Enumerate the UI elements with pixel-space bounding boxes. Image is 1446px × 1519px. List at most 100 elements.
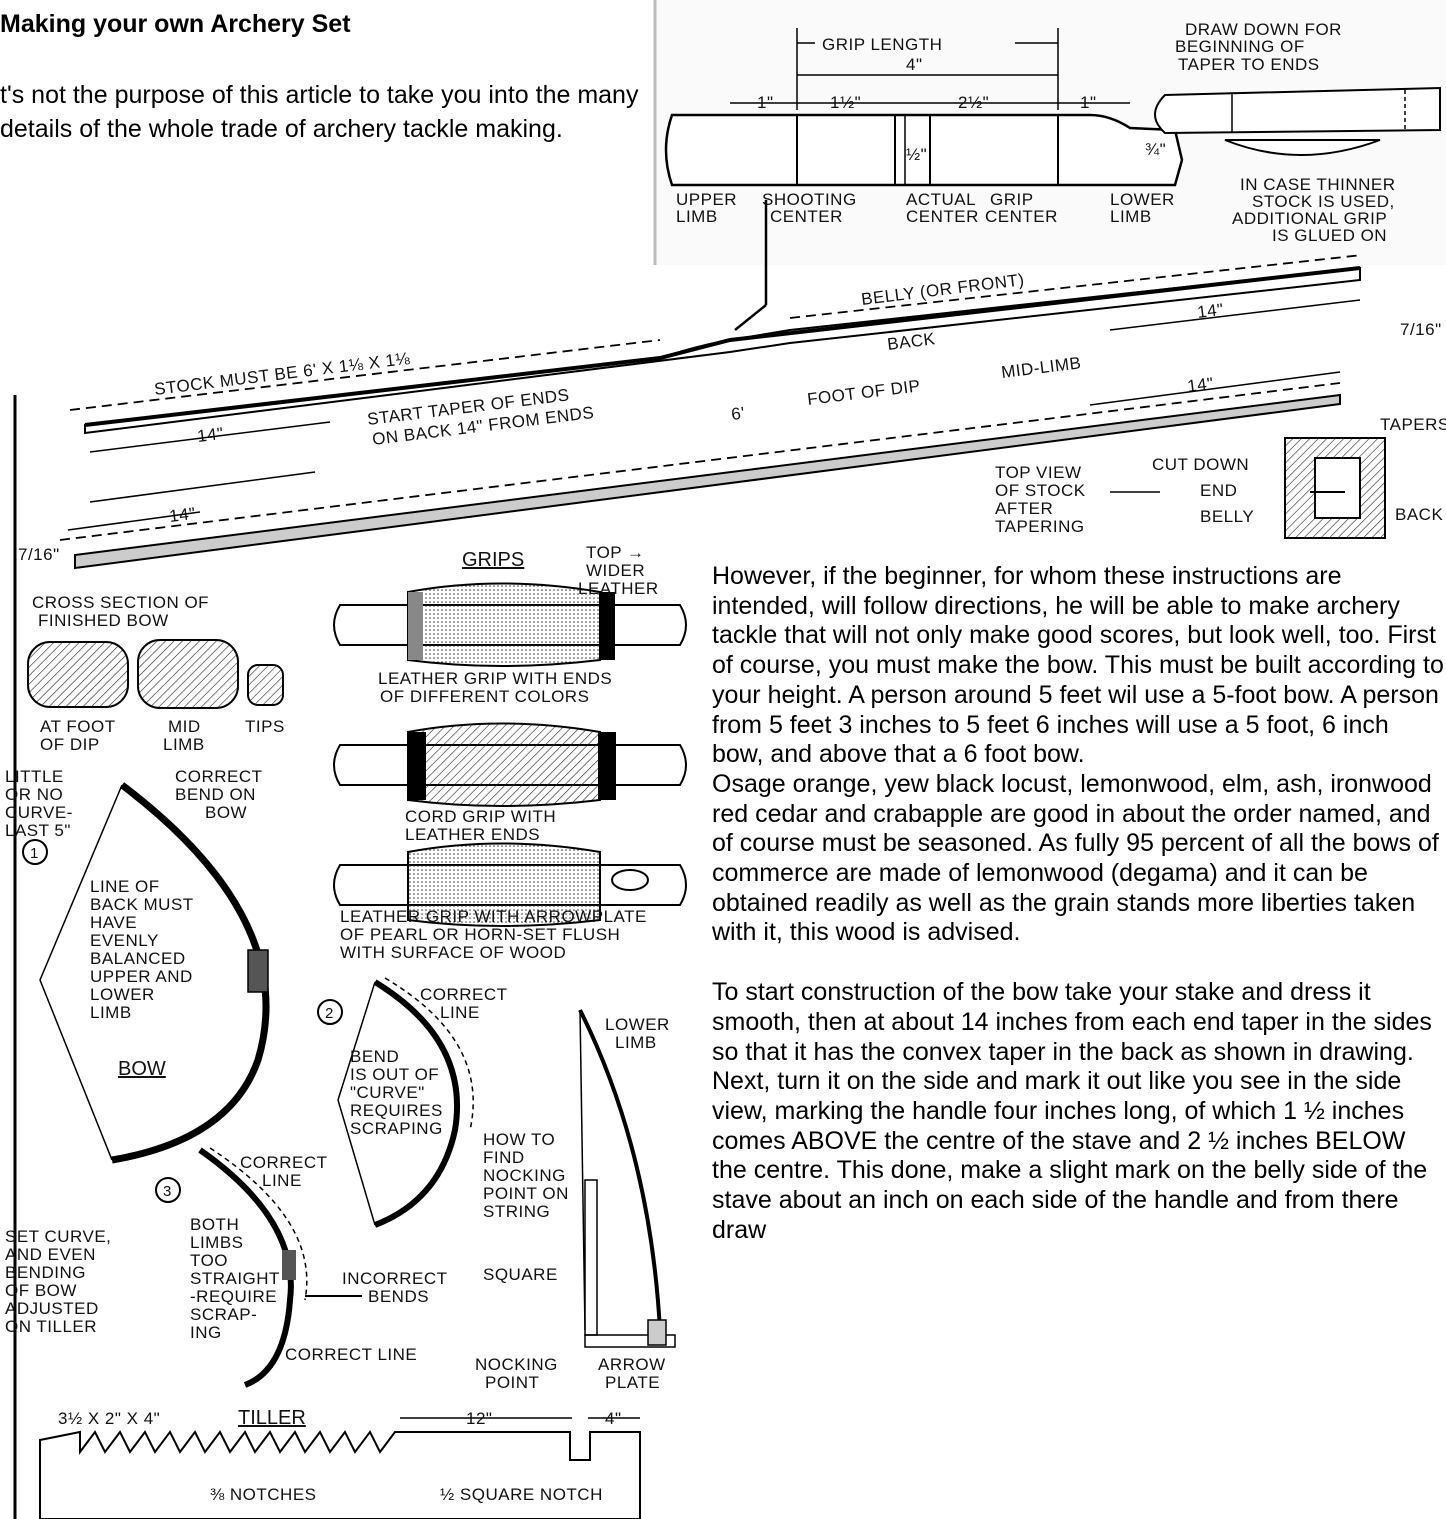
svg-text:MID: MID xyxy=(168,717,201,736)
svg-text:LOWER: LOWER xyxy=(605,1015,670,1034)
svg-text:LEATHER GRIP WITH ARROWPLATE: LEATHER GRIP WITH ARROWPLATE xyxy=(340,907,647,926)
svg-text:2: 2 xyxy=(325,1005,333,1022)
svg-text:STOCK IS USED,: STOCK IS USED, xyxy=(1252,192,1395,211)
svg-text:SET CURVE,: SET CURVE, xyxy=(5,1227,111,1246)
svg-text:LIMB: LIMB xyxy=(163,735,205,754)
svg-text:BELLY (OR FRONT): BELLY (OR FRONT) xyxy=(860,270,1025,309)
grips-panel: GRIPS TOP → WIDER LEATHER LEATHER GRIP W… xyxy=(333,543,687,962)
svg-text:"CURVE": "CURVE" xyxy=(350,1083,425,1102)
grip-length-panel: GRIP LENGTH 4" 1" 1½" 2½" 1" ½" ¾" UPPER… xyxy=(653,0,1446,265)
svg-text:GRIP: GRIP xyxy=(990,190,1034,209)
svg-text:TOO: TOO xyxy=(190,1251,228,1270)
svg-text:NOCKING: NOCKING xyxy=(483,1166,566,1185)
svg-text:1½": 1½" xyxy=(830,93,861,112)
paragraph-1: However, if the beginner, for whom these… xyxy=(712,562,1444,769)
svg-text:LINE: LINE xyxy=(440,1003,480,1022)
svg-text:TOP VIEW: TOP VIEW xyxy=(995,463,1082,482)
svg-text:BOTH: BOTH xyxy=(190,1215,239,1234)
svg-text:LOWER: LOWER xyxy=(1110,190,1175,209)
svg-text:SCRAPING: SCRAPING xyxy=(350,1119,443,1138)
article-body: However, if the beginner, for whom these… xyxy=(712,562,1446,1519)
svg-text:6': 6' xyxy=(730,403,746,424)
svg-text:OF STOCK: OF STOCK xyxy=(995,481,1086,500)
svg-text:OF DIFFERENT COLORS: OF DIFFERENT COLORS xyxy=(380,687,589,706)
svg-text:ADDITIONAL GRIP: ADDITIONAL GRIP xyxy=(1232,209,1387,228)
svg-text:IS GLUED ON: IS GLUED ON xyxy=(1272,226,1387,245)
svg-text:4": 4" xyxy=(906,55,923,74)
svg-text:IS OUT OF: IS OUT OF xyxy=(350,1065,439,1084)
svg-text:AFTER: AFTER xyxy=(995,499,1053,518)
svg-text:14": 14" xyxy=(196,424,225,446)
svg-text:CORRECT LINE: CORRECT LINE xyxy=(285,1345,417,1364)
svg-text:-REQUIRE: -REQUIRE xyxy=(190,1287,277,1306)
stock-view: BELLY (OR FRONT) BACK FOOT OF DIP MID-LI… xyxy=(18,200,1446,570)
svg-text:BACK MUST: BACK MUST xyxy=(90,895,194,914)
svg-text:STRING: STRING xyxy=(483,1202,550,1221)
svg-text:POINT: POINT xyxy=(485,1373,539,1392)
svg-text:POINT ON: POINT ON xyxy=(483,1184,569,1203)
tiller-drawing: 3½ X 2" X 4" TILLER 12" 4" ⅜ NOTCHES ½ S… xyxy=(39,1407,641,1519)
svg-text:CUT DOWN: CUT DOWN xyxy=(1152,455,1249,474)
svg-text:12": 12" xyxy=(466,1409,492,1428)
svg-text:ACTUAL: ACTUAL xyxy=(906,190,976,209)
svg-text:CORRECT: CORRECT xyxy=(420,985,508,1004)
svg-text:AND EVEN: AND EVEN xyxy=(5,1245,96,1264)
svg-text:LEATHER ENDS: LEATHER ENDS xyxy=(405,825,540,844)
svg-text:MID-LIMB: MID-LIMB xyxy=(1000,353,1082,382)
svg-text:BENDS: BENDS xyxy=(368,1287,429,1306)
svg-text:GRIPS: GRIPS xyxy=(462,549,524,571)
svg-text:LIMB: LIMB xyxy=(1110,207,1152,226)
svg-text:⅜ NOTCHES: ⅜ NOTCHES xyxy=(210,1485,317,1504)
svg-text:FINISHED BOW: FINISHED BOW xyxy=(38,611,169,630)
svg-text:INCORRECT: INCORRECT xyxy=(342,1269,448,1288)
svg-text:BELLY: BELLY xyxy=(1200,507,1254,526)
svg-text:BEND ON: BEND ON xyxy=(175,785,256,804)
svg-text:14": 14" xyxy=(1186,374,1215,396)
svg-text:IN CASE THINNER: IN CASE THINNER xyxy=(1240,175,1396,194)
svg-text:OF DIP: OF DIP xyxy=(40,735,100,754)
svg-text:CROSS SECTION OF: CROSS SECTION OF xyxy=(32,593,209,612)
svg-text:CORRECT: CORRECT xyxy=(175,767,263,786)
svg-text:CORRECT: CORRECT xyxy=(240,1153,328,1172)
svg-text:LOWER: LOWER xyxy=(90,985,155,1004)
svg-text:7/16": 7/16" xyxy=(1400,320,1442,339)
svg-text:HOW TO: HOW TO xyxy=(483,1130,555,1149)
paragraph-2: Osage orange, yew black locust, lemonwoo… xyxy=(712,769,1439,947)
svg-text:CORD GRIP WITH: CORD GRIP WITH xyxy=(405,807,556,826)
svg-text:TOP →: TOP → xyxy=(586,543,645,562)
svg-text:BALANCED: BALANCED xyxy=(90,949,186,968)
svg-text:END: END xyxy=(1200,481,1237,500)
svg-text:OF BOW: OF BOW xyxy=(5,1281,77,1300)
svg-text:FIND: FIND xyxy=(483,1148,525,1167)
grip-length-label: GRIP LENGTH xyxy=(822,35,942,54)
svg-text:EVENLY: EVENLY xyxy=(90,931,159,950)
svg-text:CURVE-: CURVE- xyxy=(5,803,73,822)
svg-text:1": 1" xyxy=(757,93,774,112)
svg-text:CENTER: CENTER xyxy=(770,207,843,226)
svg-text:BEGINNING OF: BEGINNING OF xyxy=(1175,37,1305,56)
svg-text:ADJUSTED: ADJUSTED xyxy=(5,1299,99,1318)
paragraph-3: To start construction of the bow take yo… xyxy=(712,978,1432,1244)
svg-text:AT FOOT: AT FOOT xyxy=(40,717,116,736)
svg-text:LIMB: LIMB xyxy=(615,1033,657,1052)
svg-text:¾": ¾" xyxy=(1145,140,1166,159)
svg-text:FOOT OF DIP: FOOT OF DIP xyxy=(806,376,921,409)
svg-text:TAPERING: TAPERING xyxy=(995,517,1085,536)
svg-text:OR NO: OR NO xyxy=(5,785,63,804)
svg-text:BOW: BOW xyxy=(118,1058,166,1080)
svg-text:BENDING: BENDING xyxy=(5,1263,86,1282)
svg-text:LITTLE: LITTLE xyxy=(5,767,64,786)
svg-text:TAPER TO ENDS: TAPER TO ENDS xyxy=(1178,55,1320,74)
svg-text:WITH SURFACE OF WOOD: WITH SURFACE OF WOOD xyxy=(340,943,566,962)
svg-text:BACK: BACK xyxy=(886,329,936,354)
svg-text:TILLER: TILLER xyxy=(238,1407,306,1429)
svg-text:PLATE: PLATE xyxy=(605,1373,660,1392)
svg-text:TIPS: TIPS xyxy=(245,717,285,736)
svg-text:3½ X 2" X 4": 3½ X 2" X 4" xyxy=(58,1409,160,1428)
svg-text:NOCKING: NOCKING xyxy=(475,1355,558,1374)
svg-text:LIMBS: LIMBS xyxy=(190,1233,244,1252)
svg-text:CENTER: CENTER xyxy=(985,207,1058,226)
svg-text:BACK: BACK xyxy=(1395,505,1443,524)
svg-text:SCRAP-: SCRAP- xyxy=(190,1305,257,1324)
